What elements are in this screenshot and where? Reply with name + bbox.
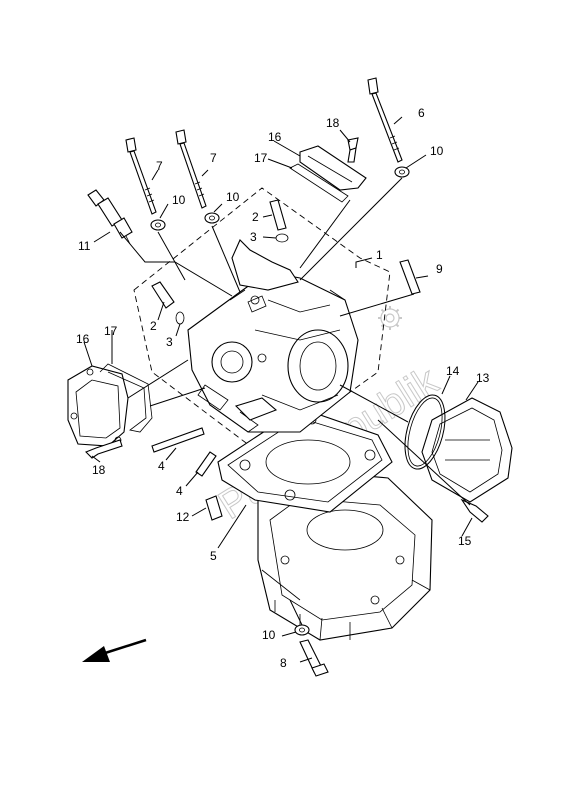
bolt-6 <box>367 77 403 163</box>
bolt-15 <box>460 498 489 523</box>
clip-3a <box>275 233 289 243</box>
valve-cover-gasket-left <box>99 363 153 433</box>
washer-10b <box>204 212 220 224</box>
bolt-7a <box>125 137 157 215</box>
spark-plug <box>87 189 133 245</box>
callout-1: 1 <box>376 248 383 262</box>
dowel-pin-2a <box>269 199 287 231</box>
callout-18-left: 18 <box>92 463 106 477</box>
o-ring-right <box>404 394 446 470</box>
callout-17-left: 17 <box>104 324 118 338</box>
gear-icon <box>378 306 402 330</box>
callout-9: 9 <box>436 262 443 276</box>
cylinder-head <box>187 239 359 433</box>
stud-4a <box>151 427 205 453</box>
callout-10-mid: 10 <box>226 190 240 204</box>
callout-3-left: 3 <box>166 335 173 349</box>
valve-cover-left <box>67 365 129 447</box>
callout-10-left: 10 <box>172 193 186 207</box>
bolt-18b <box>85 439 123 459</box>
callout-14: 14 <box>446 364 460 378</box>
dowel-12 <box>205 495 223 521</box>
top-cover-plate <box>289 145 367 203</box>
callout-16-top: 16 <box>268 130 282 144</box>
callout-7-left: 7 <box>156 159 163 173</box>
callout-11: 11 <box>78 239 91 253</box>
callout-3-top: 3 <box>250 230 257 244</box>
callout-7-right: 7 <box>210 151 217 165</box>
bolt-18a <box>347 137 359 163</box>
callout-8: 8 <box>280 656 287 670</box>
callout-2-top: 2 <box>252 210 259 224</box>
callout-18-top: 18 <box>326 116 340 130</box>
callout-15: 15 <box>458 534 472 548</box>
callout-4-upper: 4 <box>158 459 165 473</box>
callout-5: 5 <box>210 549 217 563</box>
head-gasket <box>217 407 393 513</box>
clip-3b <box>175 311 185 325</box>
callout-13: 13 <box>476 371 490 385</box>
callout-2-left: 2 <box>150 319 157 333</box>
dowel-pin-2b <box>151 281 175 309</box>
side-cover-right <box>421 397 513 503</box>
arrow-left-down-icon <box>82 638 147 662</box>
washer-10d <box>294 624 310 636</box>
callout-6: 6 <box>418 106 425 120</box>
callout-16-left: 16 <box>76 332 90 346</box>
callout-17-top: 17 <box>254 151 268 165</box>
bolt-7b <box>175 129 207 209</box>
callout-10-right: 10 <box>430 144 444 158</box>
leader-lines <box>83 116 479 663</box>
callout-10-bottom: 10 <box>262 628 276 642</box>
callout-4-lower: 4 <box>176 484 183 498</box>
callouts: 1 2 2 3 3 4 4 5 6 7 7 8 9 10 10 10 10 11… <box>76 106 490 670</box>
bolt-9 <box>399 259 421 295</box>
stud-4b <box>195 451 217 477</box>
washer-10a <box>150 219 166 231</box>
callout-12: 12 <box>176 510 190 524</box>
bolt-8 <box>299 639 329 677</box>
washer-10c <box>394 166 410 178</box>
